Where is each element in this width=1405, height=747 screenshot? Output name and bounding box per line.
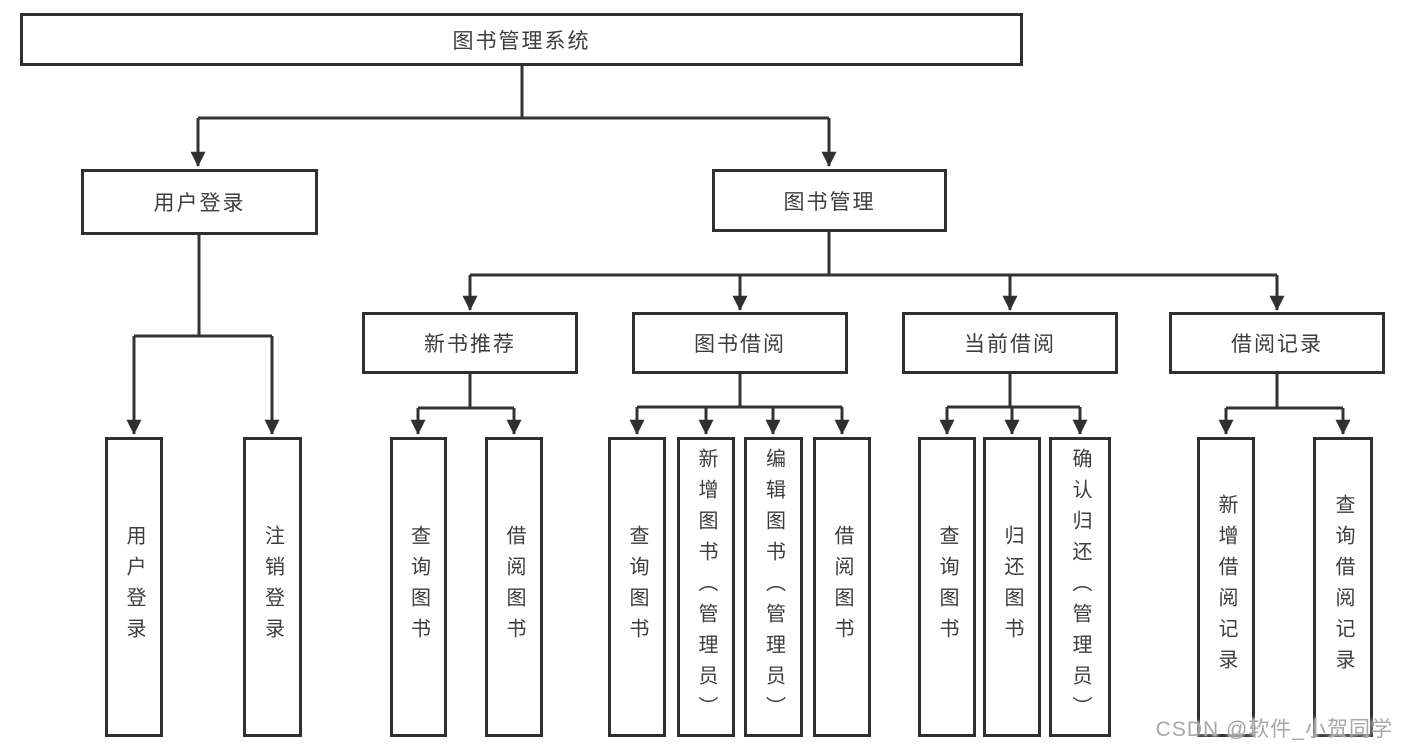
node-user-login: 用户登录 bbox=[81, 169, 318, 235]
leaf-cb-query-books: 查询图书 bbox=[918, 437, 976, 737]
leaf-cb-query-books-label: 查询图书 bbox=[936, 525, 958, 649]
node-book-management-label: 图书管理 bbox=[783, 190, 876, 214]
node-book-borrowing: 图书借阅 bbox=[632, 312, 848, 374]
node-new-book-recommend: 新书推荐 bbox=[362, 312, 578, 374]
connector-current-borrowing-fan bbox=[947, 374, 1080, 409]
node-current-borrowing: 当前借阅 bbox=[902, 312, 1118, 374]
leaf-br-add-record-label: 新增借阅记录 bbox=[1215, 494, 1237, 680]
leaf-nr-borrow-books: 借阅图书 bbox=[485, 437, 543, 737]
node-root: 图书管理系统 bbox=[20, 13, 1023, 66]
leaf-cb-confirm-return-admin: 确认归还（管理员） bbox=[1049, 437, 1111, 737]
leaf-bb-edit-books-admin-label: 编辑图书（管理员） bbox=[762, 447, 785, 727]
leaf-logout-label: 注销登录 bbox=[261, 525, 284, 649]
node-root-label: 图书管理系统 bbox=[452, 29, 591, 53]
node-new-book-recommend-label: 新书推荐 bbox=[424, 333, 516, 356]
connector-book-management-fan bbox=[470, 232, 1277, 277]
leaf-nr-borrow-books-label: 借阅图书 bbox=[503, 525, 525, 649]
connector-borrowing-records-fan bbox=[1226, 374, 1343, 410]
leaf-br-add-record: 新增借阅记录 bbox=[1197, 437, 1255, 737]
connector-user-login-fan bbox=[134, 235, 272, 338]
node-user-login-label: 用户登录 bbox=[153, 192, 246, 215]
leaf-bb-add-books-admin-label: 新增图书（管理员） bbox=[695, 447, 717, 727]
node-current-borrowing-label: 当前借阅 bbox=[964, 333, 1056, 356]
connector-new-book-fan bbox=[418, 374, 514, 410]
leaf-bb-add-books-admin: 新增图书（管理员） bbox=[677, 437, 735, 737]
connector-book-borrowing-fan bbox=[637, 374, 842, 409]
leaf-bb-query-books: 查询图书 bbox=[608, 437, 666, 737]
leaf-nr-query-books-label: 查询图书 bbox=[407, 525, 430, 649]
leaf-user-login: 用户登录 bbox=[105, 437, 163, 737]
leaf-bb-edit-books-admin: 编辑图书（管理员） bbox=[744, 437, 803, 737]
node-book-borrowing-label: 图书借阅 bbox=[694, 333, 786, 356]
leaf-logout: 注销登录 bbox=[243, 437, 302, 737]
leaf-cb-confirm-return-admin-label: 确认归还（管理员） bbox=[1069, 447, 1091, 727]
csdn-watermark: CSDN @软件_小贺同学 bbox=[1155, 718, 1393, 741]
leaf-nr-query-books: 查询图书 bbox=[390, 437, 447, 737]
node-book-management: 图书管理 bbox=[712, 169, 947, 232]
leaf-cb-return-books-label: 归还图书 bbox=[1001, 525, 1023, 649]
leaf-br-query-record-label: 查询借阅记录 bbox=[1332, 494, 1354, 680]
leaf-bb-query-books-label: 查询图书 bbox=[626, 525, 648, 649]
leaf-bb-borrow-books-label: 借阅图书 bbox=[831, 525, 853, 649]
node-borrowing-records-label: 借阅记录 bbox=[1231, 333, 1323, 356]
leaf-cb-return-books: 归还图书 bbox=[983, 437, 1041, 737]
leaf-br-query-record: 查询借阅记录 bbox=[1313, 437, 1373, 737]
node-borrowing-records: 借阅记录 bbox=[1169, 312, 1385, 374]
leaf-user-login-label: 用户登录 bbox=[123, 525, 145, 649]
leaf-bb-borrow-books: 借阅图书 bbox=[813, 437, 871, 737]
